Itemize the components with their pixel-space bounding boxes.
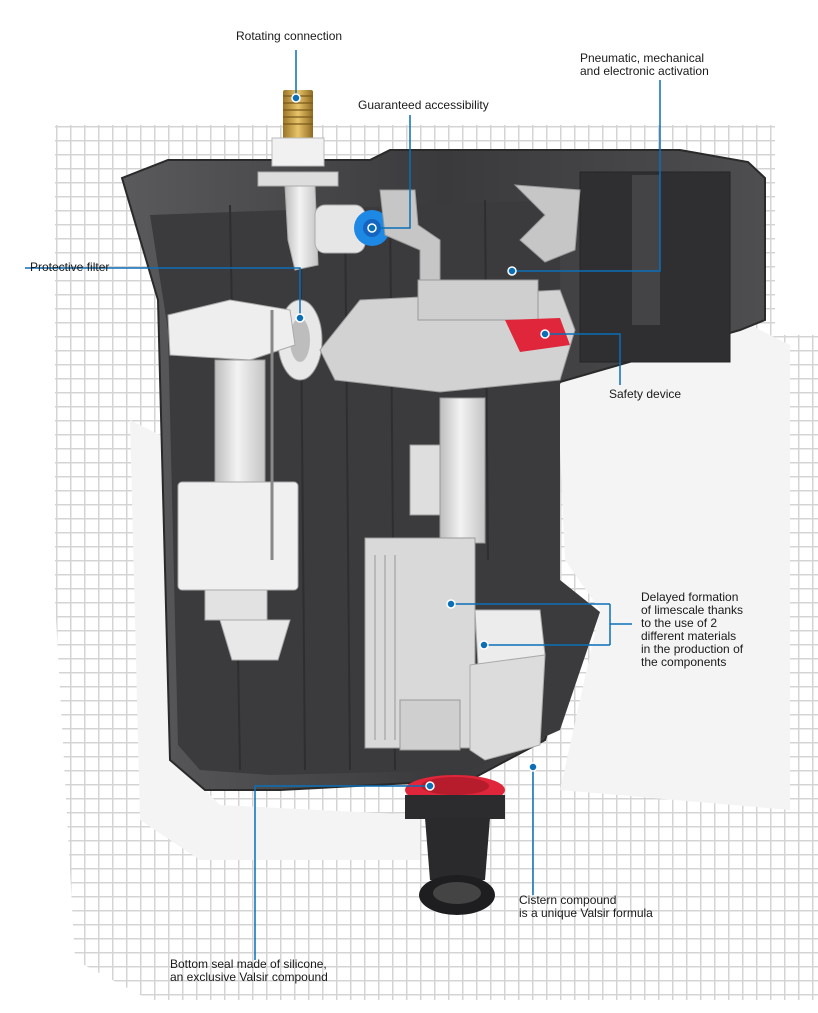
dot-limescale-top bbox=[446, 599, 456, 609]
label-rotating-connection: Rotating connection bbox=[236, 29, 343, 43]
leader-bottom-seal bbox=[254, 785, 430, 960]
float-assembly bbox=[167, 299, 299, 661]
dot-protective-filter bbox=[295, 313, 305, 323]
label-protective-filter: Protective filter bbox=[30, 260, 110, 274]
flush-mechanism bbox=[319, 184, 581, 761]
label-bottom-seal: Bottom seal made of silicone, an exclusi… bbox=[170, 957, 328, 984]
label-limescale: Delayed formation of limescale thanks to… bbox=[641, 590, 744, 669]
label-guaranteed-accessibility: Guaranteed accessibility bbox=[358, 98, 489, 112]
dot-activation bbox=[507, 266, 517, 276]
leader-guaranteed-accessibility bbox=[372, 115, 411, 229]
dot-guaranteed-accessibility bbox=[367, 223, 377, 233]
dot-cistern-compound bbox=[528, 762, 538, 772]
leader-dots bbox=[291, 93, 550, 791]
leader-lines bbox=[25, 50, 661, 960]
leader-safety-device bbox=[545, 333, 621, 385]
dot-safety-device bbox=[540, 329, 550, 339]
bottom-seal bbox=[405, 775, 505, 915]
label-activation: Pneumatic, mechanical and electronic act… bbox=[580, 51, 709, 78]
leader-protective-filter bbox=[25, 267, 301, 318]
dot-bottom-seal bbox=[425, 781, 435, 791]
label-cistern-compound: Cistern compound is a unique Valsir form… bbox=[519, 893, 653, 920]
dot-limescale-bottom bbox=[479, 640, 489, 650]
dot-rotating-connection bbox=[291, 93, 301, 103]
leader-activation bbox=[512, 80, 661, 272]
label-safety-device: Safety device bbox=[609, 387, 682, 401]
insulation-panels bbox=[130, 320, 790, 860]
